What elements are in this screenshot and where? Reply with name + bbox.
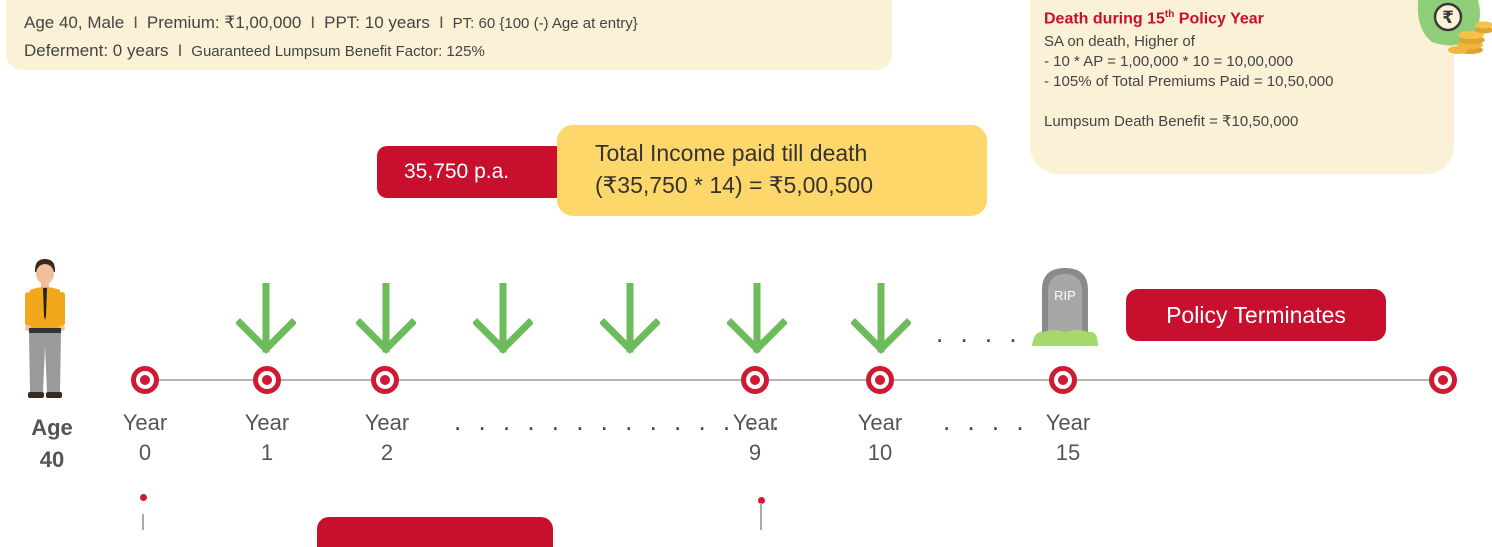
year-number: 2: [380, 440, 394, 465]
ellipsis-dots: . . . .: [936, 318, 1022, 348]
ppt-text: PPT: 10 years: [324, 13, 430, 32]
year-label: Year 1: [222, 408, 312, 468]
pt-text: PT: 60 {100 (-) Age at entry}: [452, 15, 638, 32]
cropped-red-tag: [317, 517, 553, 547]
timeline-node-year-1: [253, 366, 281, 394]
separator: I: [310, 13, 316, 32]
timeline-node-year-0: [131, 366, 159, 394]
pin-marker: [758, 497, 765, 504]
svg-text:₹: ₹: [1442, 8, 1454, 28]
death-title-sup: th: [1164, 9, 1175, 20]
annual-income-tag: 35,750 p.a.: [377, 146, 577, 198]
policy-info-line-1: Age 40, Male I Premium: ₹1,00,000 I PPT: 10 …: [24, 9, 892, 37]
lumpsum-death-benefit-text: Lumpsum Death Benefit = ₹10,50,000: [1044, 113, 1299, 131]
income-arrow-icon: [727, 283, 787, 354]
total-income-calc: (₹35,750 * 14) = ₹5,00,500: [595, 172, 873, 198]
separator: I: [438, 13, 444, 32]
year-label: Year 2: [342, 408, 432, 468]
policy-terminates-badge: Policy Terminates: [1126, 289, 1386, 341]
year-label: Year 10: [835, 408, 925, 468]
premiums-calc-text: - 105% of Total Premiums Paid = 10,50,00…: [1044, 73, 1334, 91]
rip-text: RIP: [1054, 288, 1076, 303]
year-label: Year 15: [1023, 408, 1113, 468]
year-number: 1: [260, 440, 274, 465]
death-title-text: Death during 15: [1044, 10, 1165, 28]
separator: I: [177, 41, 183, 60]
year-number: 0: [138, 440, 152, 465]
year-word: Year: [857, 410, 903, 435]
sa-on-death-text: SA on death, Higher of: [1044, 33, 1195, 51]
deferment-text: Deferment: 0 years: [24, 41, 169, 60]
timeline-line: [143, 379, 1443, 381]
tombstone-icon: RIP: [1032, 268, 1098, 346]
year-label: Year 0: [100, 408, 190, 468]
age-gender-text: Age 40, Male: [24, 13, 125, 32]
separator: I: [133, 13, 138, 32]
income-arrow-icon: [600, 283, 660, 354]
person-icon: [25, 259, 65, 398]
age-word: Age: [31, 415, 73, 440]
death-benefit-box: Death during 15th Policy Year SA on deat…: [1030, 0, 1454, 174]
total-income-label: Total Income paid till death: [595, 140, 868, 166]
timeline-node-year-2: [371, 366, 399, 394]
death-benefit-title: Death during 15th Policy Year: [1044, 9, 1454, 28]
rupee-coin-bag-icon: ₹: [1417, 0, 1492, 54]
pin-stem: [142, 514, 144, 530]
year-word: Year: [1045, 410, 1091, 435]
ellipsis-dots: . . . . . . . . . . . . . .: [454, 406, 785, 436]
year-number: 15: [1055, 440, 1081, 465]
income-arrow-icon: [356, 283, 416, 354]
income-arrow-icon: [851, 283, 911, 354]
income-arrow-icon: [473, 283, 533, 354]
timeline-node-end: [1429, 366, 1457, 394]
premium-text: Premium: ₹1,00,000: [146, 13, 302, 32]
timeline-node-year-10: [866, 366, 894, 394]
income-arrow-icon: [236, 283, 296, 354]
year-word: Year: [364, 410, 410, 435]
year-number: 9: [748, 440, 762, 465]
age-value: 40: [39, 447, 65, 472]
timeline-node-year-15: [1049, 366, 1077, 394]
lumpsum-factor-text: Guaranteed Lumpsum Benefit Factor: 125%: [191, 43, 485, 60]
entry-age-label: Age 40: [22, 412, 82, 476]
total-income-box: Total Income paid till death (₹35,750 * …: [557, 125, 987, 216]
ellipsis-dots: . . . .: [943, 406, 1029, 436]
year-word: Year: [122, 410, 168, 435]
year-number: 10: [867, 440, 893, 465]
pin-marker: [140, 494, 147, 501]
pin-stem: [760, 503, 762, 530]
year-word: Year: [244, 410, 290, 435]
year-label: Year 9: [710, 408, 800, 468]
policy-info-line-2: Deferment: 0 years I Guaranteed Lumpsum Be…: [24, 37, 892, 65]
year-word: Year: [732, 410, 778, 435]
death-title-suffix: Policy Year: [1174, 10, 1264, 28]
timeline-node-year-9: [741, 366, 769, 394]
ap-calc-text: - 10 * AP = 1,00,000 * 10 = 10,00,000: [1044, 53, 1294, 71]
